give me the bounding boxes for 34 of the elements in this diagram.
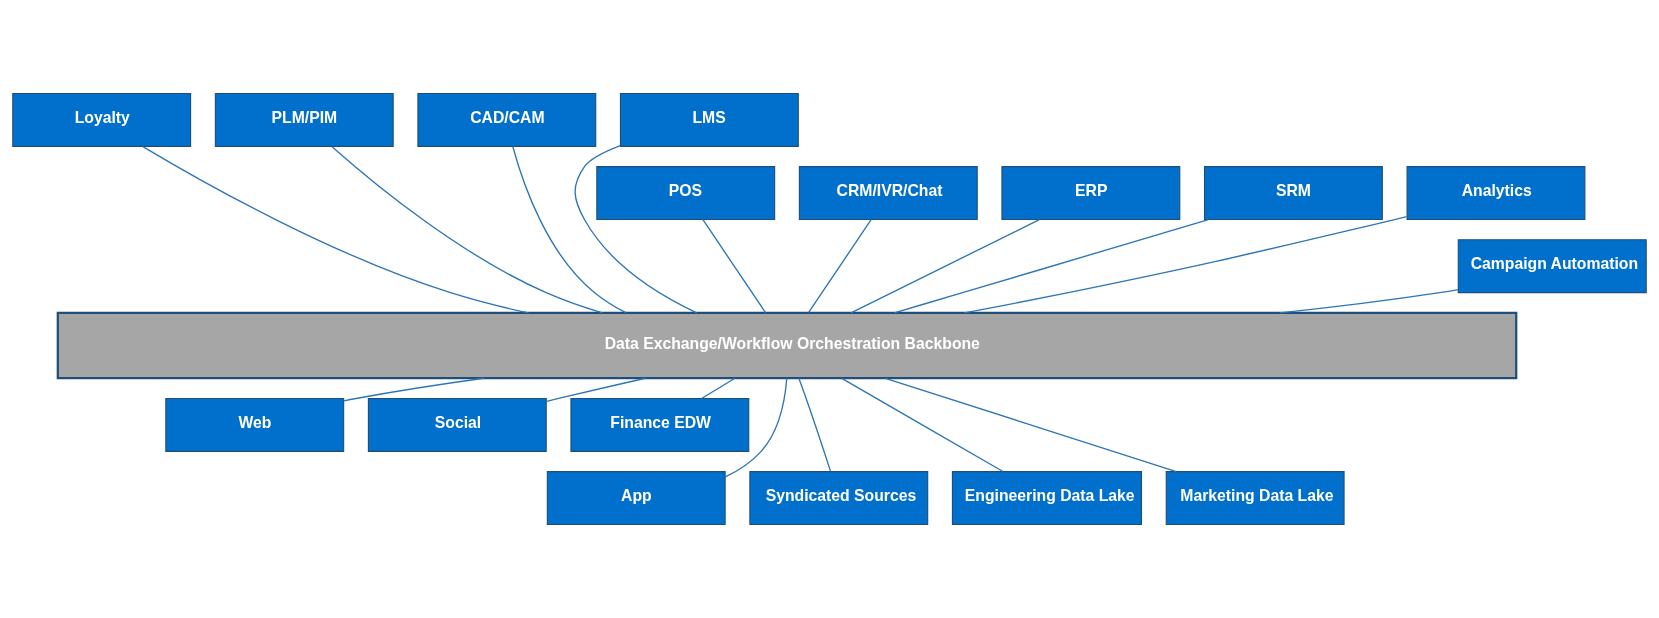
connector xyxy=(512,145,628,314)
connector xyxy=(807,219,872,314)
node-box: Syndicated Sources xyxy=(749,471,929,526)
node-box: ERP xyxy=(1001,166,1181,221)
connector xyxy=(724,377,788,478)
node-box: CAD/CAM xyxy=(417,92,597,147)
node-box: Loyalty xyxy=(12,92,192,147)
node-box: LMS xyxy=(619,92,799,147)
connector xyxy=(702,219,767,314)
node-box: POS xyxy=(596,166,776,221)
connector xyxy=(798,377,832,473)
node-box: Social xyxy=(367,397,547,452)
node-box: Finance EDW xyxy=(570,397,750,452)
connector xyxy=(1279,288,1459,314)
node-box: Marketing Data Lake xyxy=(1165,471,1345,526)
connector xyxy=(963,216,1408,314)
node-box: Web xyxy=(165,397,345,452)
connector xyxy=(841,377,1004,473)
connector xyxy=(574,144,698,314)
node-box: PLM/PIM xyxy=(214,92,394,147)
connector xyxy=(893,218,1210,314)
connector xyxy=(343,377,485,402)
connector xyxy=(142,145,530,314)
connector xyxy=(884,377,1177,473)
node-box: CRM/IVR/Chat xyxy=(798,166,978,221)
node-box: Engineering Data Lake xyxy=(951,471,1143,526)
node-box: Campaign Automation xyxy=(1457,239,1647,294)
connector xyxy=(701,377,736,399)
node-box: Analytics xyxy=(1406,166,1586,221)
connector xyxy=(331,145,604,314)
node-box: Data Exchange/Workflow Orchestration Backbone xyxy=(56,311,1518,380)
node-box: App xyxy=(546,471,726,526)
node-box: SRM xyxy=(1203,166,1383,221)
connector xyxy=(850,219,1040,314)
